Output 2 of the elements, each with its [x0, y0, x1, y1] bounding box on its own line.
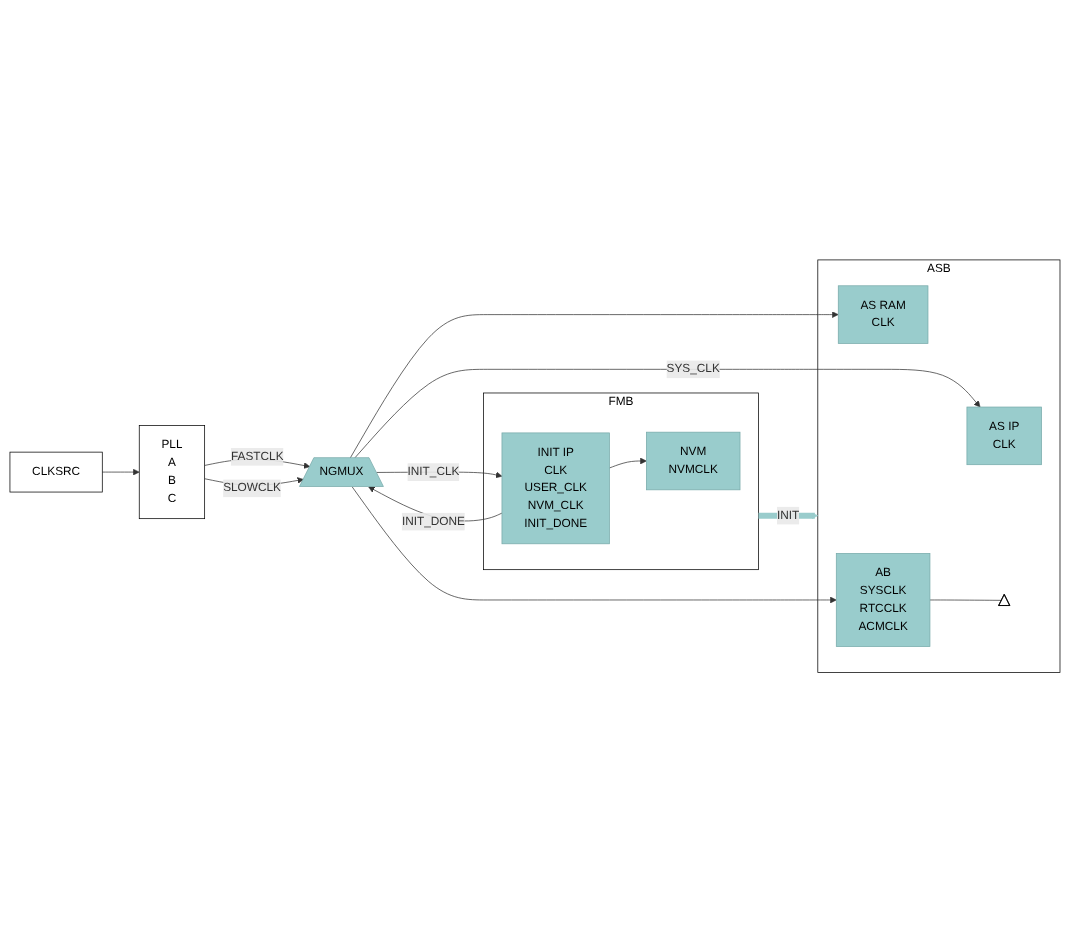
connector [929, 599, 1003, 601]
arrow [758, 512, 819, 519]
